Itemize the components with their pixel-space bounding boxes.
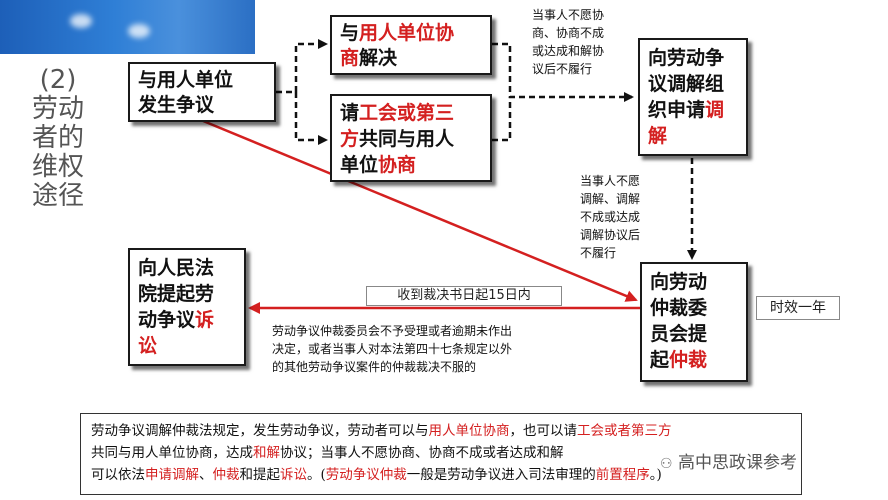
note-line: 不成或达成	[580, 210, 641, 224]
summary-text: 可以依法	[91, 467, 145, 483]
summary-text: 。)	[649, 467, 662, 483]
note-line: 的其他劳动争议案件的仲裁裁决不服的	[272, 360, 477, 374]
summary-text: 一般是劳动争议进入司法审理的	[406, 467, 596, 483]
side-title-line: 途径	[31, 181, 84, 211]
watermark-text: 高中思政课参考	[677, 453, 797, 473]
summary-highlight: 和解	[253, 445, 280, 461]
label-within-15-days: 收到裁决书日起15日内	[366, 286, 562, 306]
dashed-arrow	[276, 39, 328, 94]
note-no-mediation: 当事人不愿 调解、调解 不成或达成 调解协议后 不履行	[580, 172, 680, 262]
summary-text-box: 劳动争议调解仲裁法规定，发生劳动争议，劳动者可以与用人单位协商，也可以请工会或者…	[80, 413, 802, 495]
dashed-arrow	[492, 42, 634, 102]
box-arbitration: 向劳动 仲裁委 员会提 起仲裁	[640, 262, 748, 382]
summary-highlight: 劳动争议仲裁	[325, 467, 407, 483]
note-no-negotiation: 当事人不愿协 商、协商不成 或达成和解协 议后不履行	[532, 6, 642, 78]
box-text: 院提起劳	[138, 283, 215, 305]
box-text-highlight: 仲裁	[669, 349, 708, 371]
note-line: 决定，或者当事人对本法第四十七条规定以外	[272, 342, 513, 356]
blur-spot	[128, 24, 150, 38]
box-mediation: 向劳动争 议调解组 织申请调 解	[638, 38, 748, 156]
summary-text: 协议；当事人不愿协商、协商不成或者达成和解	[280, 445, 564, 461]
red-arrow	[195, 116, 638, 302]
box-text: 动争议	[138, 309, 196, 331]
box-text: 解决	[359, 47, 398, 69]
box-text: 与	[340, 22, 360, 44]
note-line: 调解、调解	[580, 192, 641, 206]
box-text-highlight: 诉	[195, 309, 215, 331]
box-text: 单位	[340, 154, 379, 176]
note-line: 当事人不愿	[580, 174, 641, 188]
note-line: 劳动争议仲裁委员会不予受理或者逾期未作出	[272, 324, 513, 338]
wechat-icon: ⚇	[660, 456, 673, 472]
dashed-arrow	[294, 92, 328, 145]
side-title: (2) 劳动 者的 维权 途径	[28, 66, 88, 211]
summary-highlight: 仲裁	[212, 467, 240, 483]
summary-highlight: 诉讼	[280, 467, 307, 483]
note-line: 议后不履行	[532, 62, 593, 76]
box-third-party: 请工会或第三 方共同与用人 单位协商	[330, 94, 492, 182]
side-title-number: (2)	[39, 65, 77, 95]
dashed-arrow	[492, 97, 512, 142]
box-text: 发生争议	[138, 94, 215, 116]
box-text-highlight: 解	[648, 125, 668, 147]
summary-highlight: 第三方	[631, 423, 672, 439]
blur-spot	[70, 14, 92, 28]
box-text-highlight: 协商	[378, 154, 417, 176]
blurred-header-banner	[0, 0, 255, 54]
note-line: 商、协商不成	[532, 26, 605, 40]
side-title-line: 维权	[31, 152, 84, 182]
box-court: 向人民法 院提起劳 动争议诉 讼	[128, 248, 246, 366]
box-dispute: 与用人单位 发生争议	[128, 62, 276, 122]
summary-line-3: 可以依法申请调解、仲裁和提起诉讼。(劳动争议仲裁一般是劳动争议进入司法审理的前置…	[91, 464, 791, 486]
box-text: 请	[340, 102, 360, 124]
label-time-limit: 时效一年	[756, 296, 840, 320]
box-text-highlight: 工会或第三	[359, 102, 455, 124]
box-text: 起	[650, 349, 670, 371]
box-text: 与用人单位	[138, 69, 234, 91]
box-text: 向人民法	[138, 257, 215, 279]
note-line: 当事人不愿协	[532, 8, 605, 22]
note-line: 调解协议后	[580, 228, 641, 242]
box-text: 向劳动争	[648, 47, 725, 69]
summary-highlight: 用人单位协商	[428, 423, 510, 439]
summary-text: ，也可以请	[509, 423, 578, 439]
box-text: 共同与用人	[359, 128, 455, 150]
box-text-highlight: 方	[340, 128, 360, 150]
note-line: 不履行	[580, 246, 617, 260]
summary-text: 共同与用人单位协商，达成	[91, 445, 253, 461]
box-text-highlight: 用人单位协	[359, 22, 455, 44]
summary-line-2: 共同与用人单位协商，达成和解协议；当事人不愿协商、协商不成或者达成和解	[91, 442, 791, 464]
side-title-line: 者的	[31, 123, 84, 153]
box-text-highlight: 讼	[138, 335, 158, 357]
box-text: 员会提	[650, 323, 708, 345]
box-text-highlight: 商	[340, 47, 360, 69]
summary-text: 。(	[307, 467, 326, 483]
box-text-highlight: 调	[705, 99, 725, 121]
box-negotiate: 与用人单位协 商解决	[330, 15, 492, 75]
note-line: 或达成和解协	[532, 44, 605, 58]
summary-highlight: 申请调解	[145, 467, 199, 483]
summary-text: 劳动争议调解仲裁法规定，发生劳动争议，劳动者可以与	[91, 423, 429, 439]
note-court-condition: 劳动争议仲裁委员会不予受理或者逾期未作出 决定，或者当事人对本法第四十七条规定以…	[272, 322, 632, 376]
summary-text: 和提起	[239, 467, 281, 483]
box-text: 议调解组	[648, 73, 725, 95]
watermark: ⚇ 高中思政课参考	[660, 448, 797, 473]
box-text: 向劳动	[650, 271, 708, 293]
summary-text: 、	[199, 467, 213, 483]
box-text: 仲裁委	[650, 297, 708, 319]
summary-highlight: 工会或者	[577, 423, 631, 439]
box-text: 织申请	[648, 99, 706, 121]
summary-line-1: 劳动争议调解仲裁法规定，发生劳动争议，劳动者可以与用人单位协商，也可以请工会或者…	[91, 420, 791, 442]
summary-highlight: 前置程序	[595, 467, 650, 483]
side-title-line: 劳动	[31, 94, 84, 124]
